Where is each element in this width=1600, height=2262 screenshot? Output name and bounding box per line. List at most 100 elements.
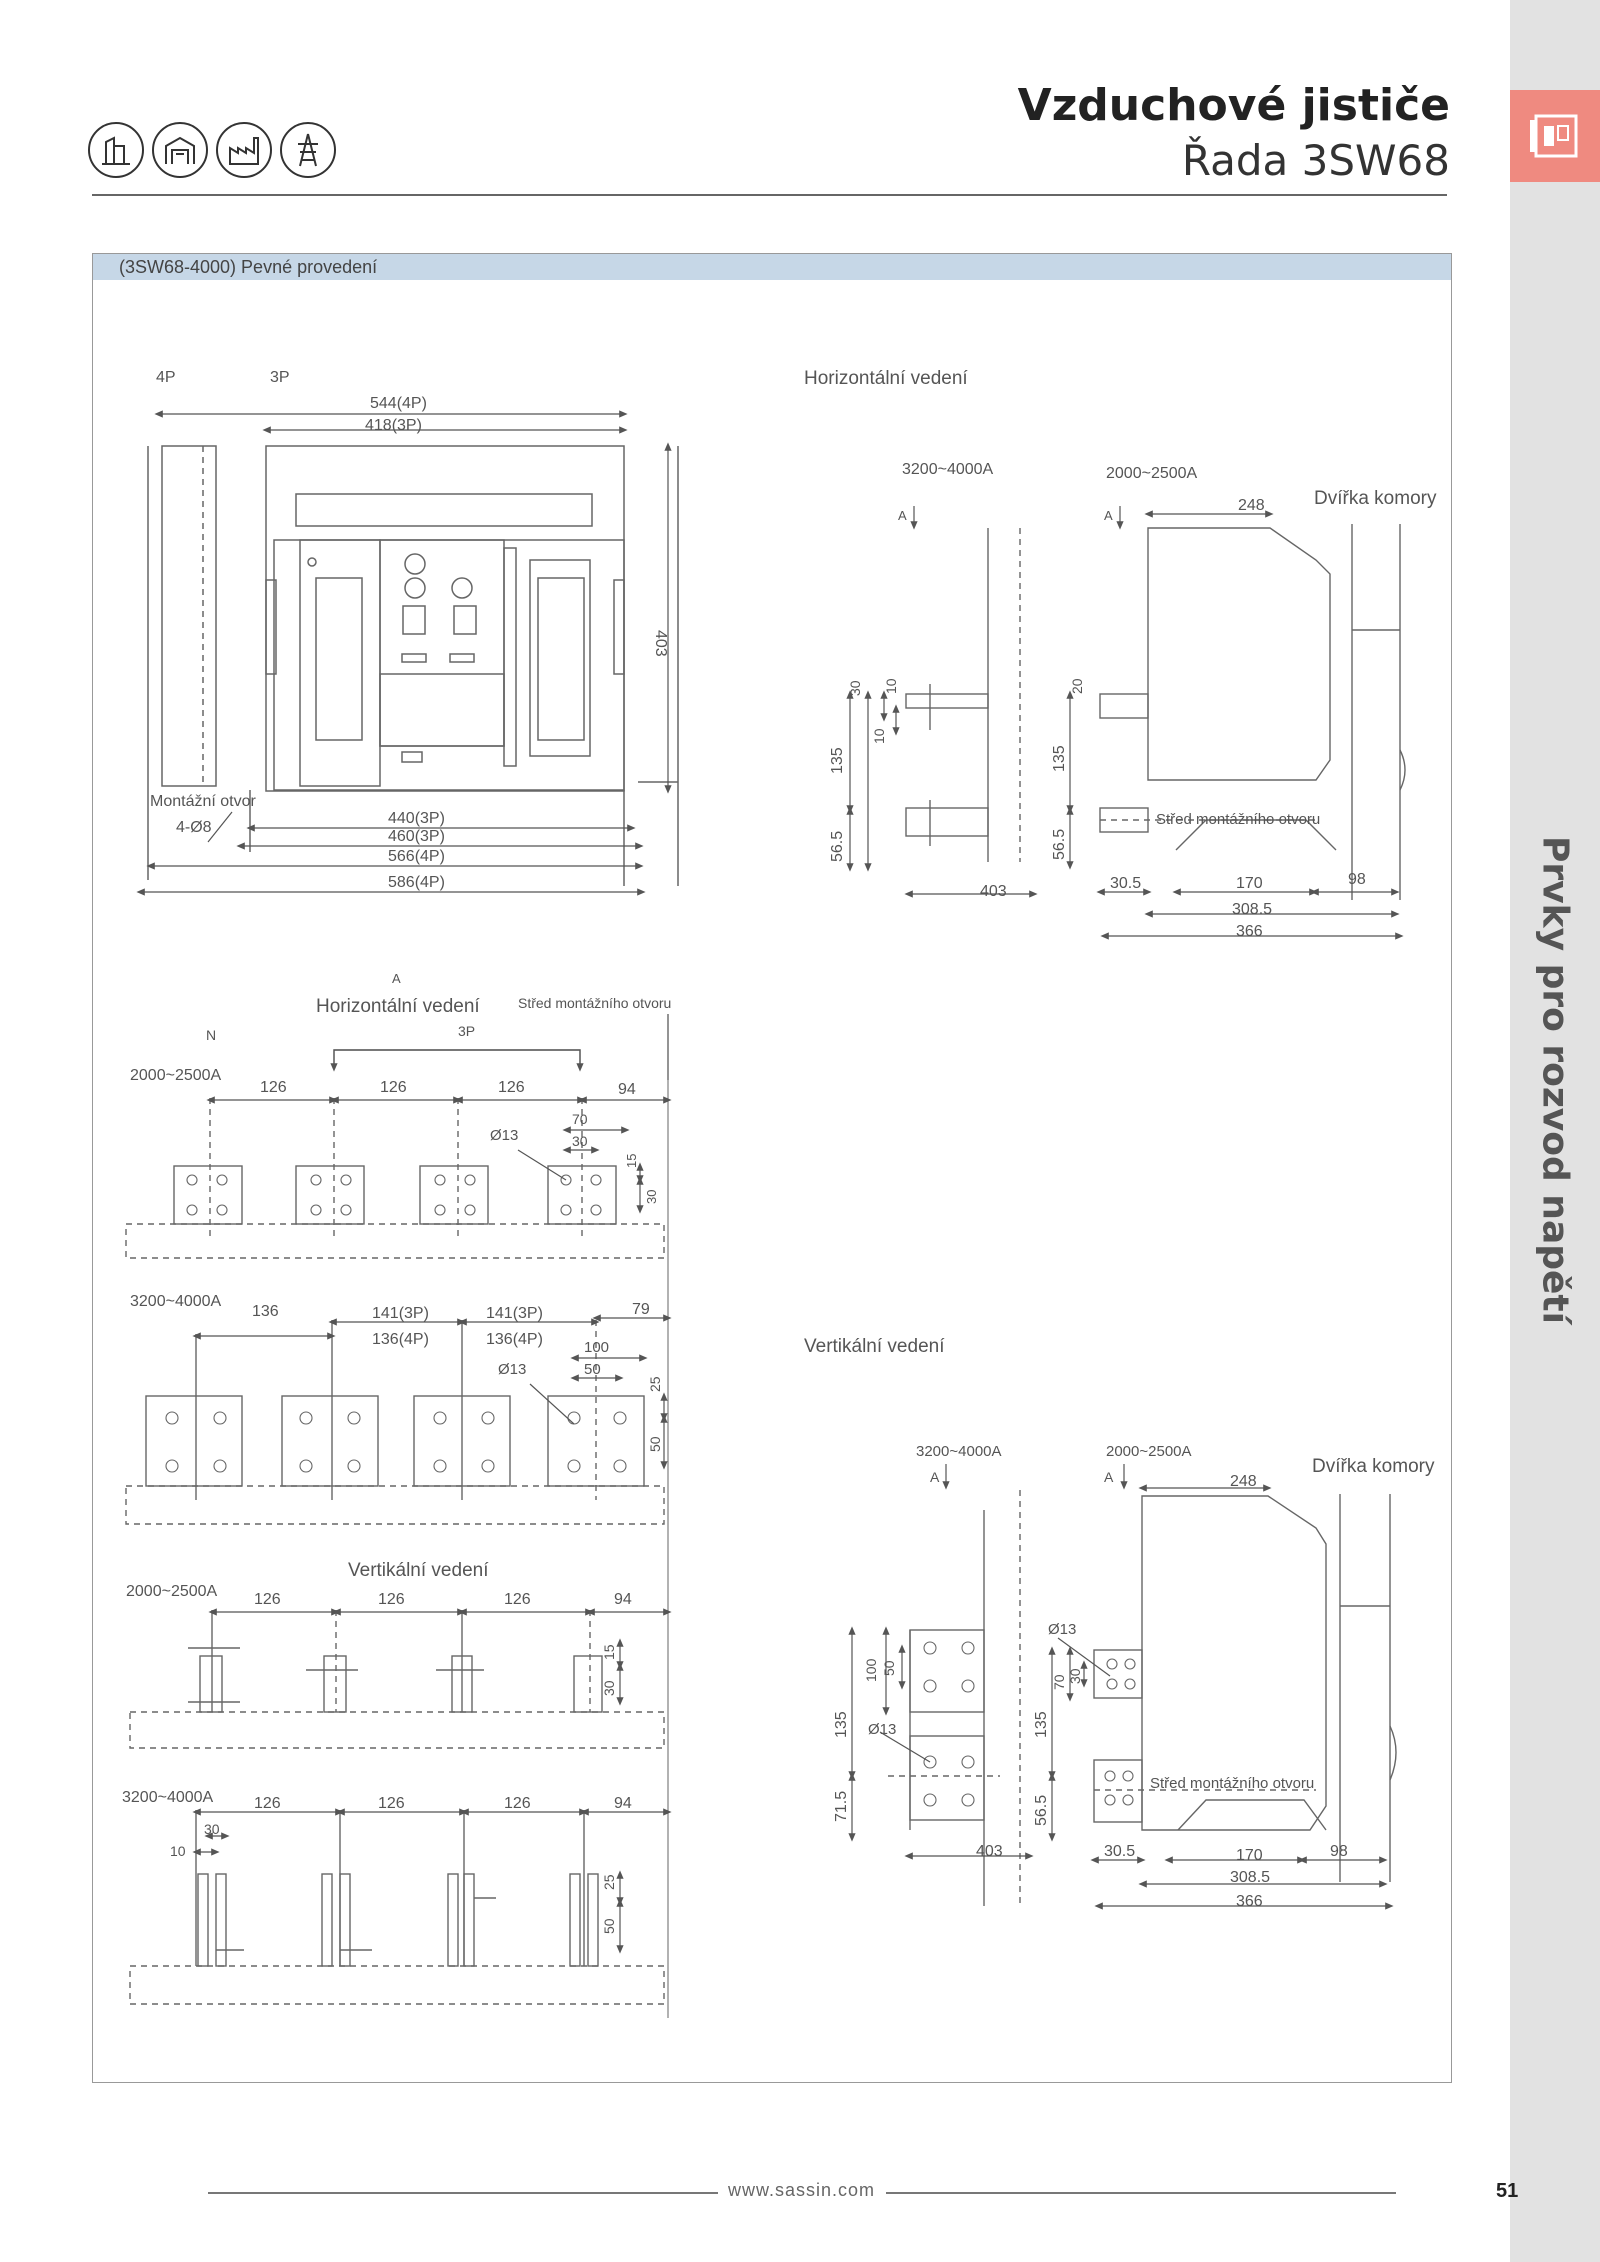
busv-r2-d25: 25 <box>601 1874 617 1890</box>
label-n: N <box>206 1027 216 1043</box>
sv-hole-a: Ø13 <box>868 1721 896 1738</box>
sv-dim-308-5: 308.5 <box>1230 1869 1270 1886</box>
bus-r1-d2: 126 <box>380 1079 407 1096</box>
bus-r1-hole: Ø13 <box>490 1127 518 1144</box>
bus-r1-d30v: 30 <box>644 1190 659 1204</box>
bus-r2-d3b: 136(4P) <box>486 1331 543 1348</box>
bus-r2-d100: 100 <box>584 1339 609 1356</box>
bus-horizontal-title: Horizontální vedení <box>316 996 480 1017</box>
sv-dim-56-5: 56.5 <box>1033 1795 1050 1826</box>
bus-horizontal-view <box>125 1014 669 2018</box>
rating-3200-4000: 3200~4000A <box>902 461 994 478</box>
sv-dim-403: 403 <box>976 1843 1003 1860</box>
bus-r2-d50v: 50 <box>647 1436 663 1452</box>
bus-r2-d3: 141(3P) <box>486 1305 543 1322</box>
bus-r2-d1: 136 <box>252 1303 279 1320</box>
sv-arrow-b: A <box>1104 1469 1114 1485</box>
dim-403: 403 <box>980 883 1007 900</box>
bus-r1-d15: 15 <box>624 1154 639 1168</box>
label-4p: 4P <box>156 369 176 386</box>
sv-dim-170: 170 <box>1236 1847 1263 1864</box>
label-3p-bus: 3P <box>458 1023 475 1039</box>
side-horizontal-view <box>905 524 1406 900</box>
bus-r1-d1: 126 <box>260 1079 287 1096</box>
dim-366: 366 <box>1236 923 1263 940</box>
dim-403: 403 <box>652 630 669 657</box>
mount-holes: 4-Ø8 <box>176 819 212 836</box>
rating-2000-2500: 2000~2500A <box>1106 465 1198 482</box>
dim-566: 566(4P) <box>388 848 445 865</box>
dim-170: 170 <box>1236 875 1263 892</box>
bus-r2-d25: 25 <box>647 1376 663 1392</box>
sv-dim-135a: 135 <box>833 1711 850 1738</box>
bus-r2-hole: Ø13 <box>498 1361 526 1378</box>
dim-56-5b: 56.5 <box>1051 829 1068 860</box>
sv-center-label: Střed montážního otvoru <box>1150 1775 1314 1792</box>
sv-dim-30-5: 30.5 <box>1104 1843 1135 1860</box>
sv-dim-50: 50 <box>881 1660 897 1676</box>
side-vertical-dimensions <box>848 1464 1394 1910</box>
sv-rating-3200: 3200~4000A <box>916 1443 1002 1460</box>
bus-horizontal-dimensions <box>192 1049 672 1470</box>
side-vertical-view <box>888 1490 1397 1906</box>
dim-30: 30 <box>847 680 863 696</box>
dim-544: 544(4P) <box>370 395 427 412</box>
busv-r2-d50: 50 <box>601 1918 617 1934</box>
building-icon <box>88 122 144 178</box>
infrastructure-icon <box>152 122 208 178</box>
busv-r2-d10: 10 <box>170 1843 186 1859</box>
busv-r2-d1: 126 <box>254 1795 281 1812</box>
dim-20: 20 <box>1069 678 1085 694</box>
busv-r1-d2: 126 <box>378 1591 405 1608</box>
arrow-a-label-2: A <box>1104 508 1113 523</box>
busv-r2-d30: 30 <box>204 1821 220 1837</box>
busv-r1-d4: 94 <box>614 1591 632 1608</box>
front-view-labels: 4P 3P 544(4P) 418(3P) 403 Montážní otvor… <box>150 369 669 891</box>
sv-door-label: Dvířka komory <box>1312 1456 1435 1477</box>
dim-98: 98 <box>1348 871 1366 888</box>
door-label: Dvířka komory <box>1314 488 1437 509</box>
bus-r1-d70: 70 <box>572 1111 588 1127</box>
bus-vertical-title: Vertikální vedení <box>348 1560 489 1581</box>
front-view-dimensions <box>136 410 672 896</box>
sv-rating-2000: 2000~2500A <box>1106 1443 1192 1460</box>
sv-dim-100: 100 <box>863 1658 879 1682</box>
side-vertical-holes <box>923 1641 1136 1807</box>
page-subtitle: Řada 3SW68 <box>1181 136 1450 185</box>
side-horizontal-labels: Horizontální vedení 3200~4000A 2000~2500… <box>804 368 1437 940</box>
busv-r2-d2: 126 <box>378 1795 405 1812</box>
header-divider <box>92 194 1447 196</box>
bus-vertical-labels: Vertikální vedení 2000~2500A 126 126 126… <box>122 1560 632 1934</box>
sv-dim-366: 366 <box>1236 1893 1263 1910</box>
bus-horizontal-holes <box>165 1174 627 1473</box>
busv-r2-d3: 126 <box>504 1795 531 1812</box>
busv-rating-2000: 2000~2500A <box>126 1583 218 1600</box>
sv-dim-70: 70 <box>1051 1674 1067 1690</box>
sv-hole-b: Ø13 <box>1048 1621 1076 1638</box>
page-title: Vzduchové jističe <box>1017 80 1450 131</box>
dim-418: 418(3P) <box>365 417 422 434</box>
footer-url[interactable]: www.sassin.com <box>728 2180 876 2200</box>
dim-10b: 10 <box>871 728 887 744</box>
busv-rating-3200: 3200~4000A <box>122 1789 214 1806</box>
bus-r1-d30: 30 <box>572 1133 588 1149</box>
bus-r1-d3: 126 <box>498 1079 525 1096</box>
bus-rating-3200: 3200~4000A <box>130 1293 222 1310</box>
bus-arrow-a: A <box>392 971 401 986</box>
power-tower-icon <box>280 122 336 178</box>
bus-r1-d4: 94 <box>618 1081 636 1098</box>
busv-r2-d4: 94 <box>614 1795 632 1812</box>
footer-line-right <box>886 2192 1396 2194</box>
dim-586: 586(4P) <box>388 874 445 891</box>
label-3p: 3P <box>270 369 290 386</box>
bus-r2-d2b: 136(4P) <box>372 1331 429 1348</box>
side-vertical-title: Vertikální vedení <box>804 1336 945 1357</box>
center-label: Střed montážního otvoru <box>1156 811 1320 828</box>
sv-dim-135b: 135 <box>1033 1711 1050 1738</box>
side-horizontal-title: Horizontální vedení <box>804 368 968 389</box>
bus-vertical-dimensions <box>192 1608 672 1954</box>
page-number: 51 <box>1496 2180 1519 2202</box>
bus-r2-d2a: 141(3P) <box>372 1305 429 1322</box>
busv-r1-d15: 15 <box>601 1644 617 1660</box>
